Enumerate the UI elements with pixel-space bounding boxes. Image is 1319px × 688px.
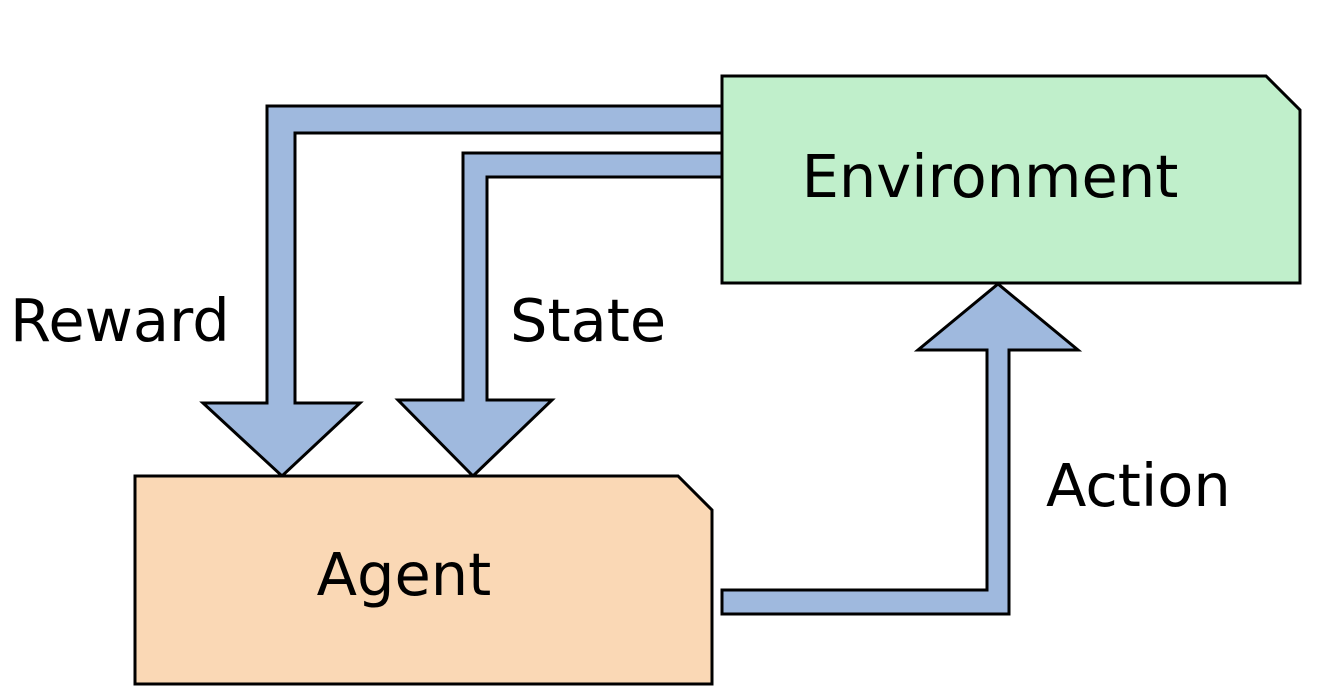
state-arrow [394,151,724,479]
reward-arrow [199,104,724,479]
reward-label: Reward [10,286,230,355]
state-label: State [510,286,666,355]
environment-node [720,74,1302,285]
agent-label: Agent [317,540,492,609]
agent-node [133,474,714,686]
action-arrow [720,282,1083,616]
environment-label: Environment [802,142,1179,211]
action-label: Action [1046,451,1231,520]
